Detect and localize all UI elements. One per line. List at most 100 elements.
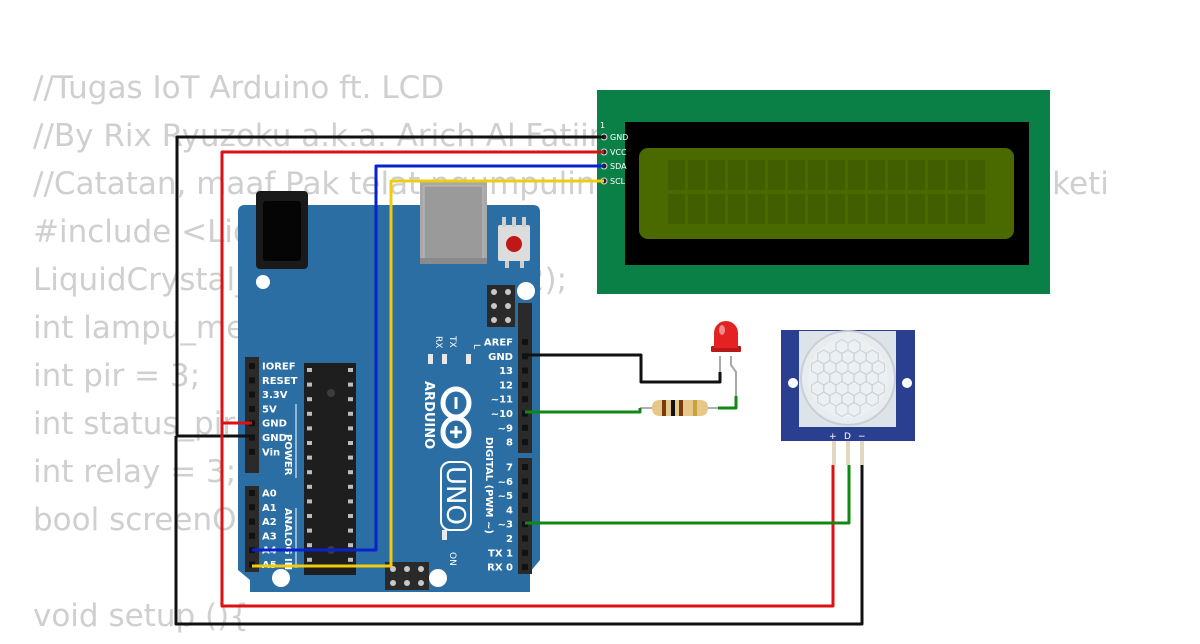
analog-pin[interactable]	[249, 532, 255, 539]
digital-pin-label: 13	[499, 366, 513, 377]
analog-pin-label: A3	[262, 531, 277, 542]
wire-black-pir-gnd[interactable]	[174, 436, 864, 626]
icsp-header-top	[487, 285, 515, 327]
resistor[interactable]	[640, 400, 718, 416]
analog-pin-label: A2	[262, 517, 277, 528]
digital-pin[interactable]	[522, 396, 528, 403]
chip-leg	[348, 382, 353, 387]
power-pin[interactable]	[249, 448, 255, 455]
chip-leg	[348, 528, 353, 533]
lcd-cell	[688, 160, 705, 190]
wire-green-resistor-led[interactable]	[718, 396, 738, 410]
digital-pin[interactable]	[522, 464, 528, 470]
chip-leg	[307, 382, 312, 387]
analog-pin[interactable]	[249, 504, 255, 511]
arduino-brand-label: ARDUINO	[421, 381, 436, 449]
digital-pin[interactable]	[522, 506, 528, 513]
wire-black-led-gnd[interactable]	[525, 353, 722, 384]
pir-sensor[interactable]: + D −	[781, 330, 915, 465]
chip-leg	[307, 368, 312, 372]
lcd-cell	[948, 194, 965, 224]
rx-tx-leds	[428, 354, 471, 540]
mounting-hole	[256, 275, 270, 289]
pir-pin-label-vcc: +	[829, 432, 837, 442]
digital-pin[interactable]	[522, 564, 528, 571]
digital-pin-label: ~3	[498, 520, 513, 531]
lcd-character-cells	[668, 160, 985, 224]
digital-pin-label: ~10	[491, 409, 513, 420]
chip-leg	[348, 397, 353, 402]
analog-pin[interactable]	[249, 490, 255, 496]
reset-button[interactable]	[498, 217, 530, 268]
digital-pin-label: ~5	[498, 491, 513, 502]
uno-model-label: UNO	[440, 461, 472, 531]
wire-black-lcd-gnd[interactable]	[175, 135, 604, 438]
digital-pin[interactable]	[522, 535, 528, 542]
arduino-uno-board[interactable]: RX TX L ON ARDUINO UNO DIGITAL (PWM ~) P…	[238, 182, 540, 592]
l-led-label: L	[471, 344, 481, 349]
lcd-cell	[788, 194, 805, 224]
mounting-hole	[429, 569, 447, 587]
red-led[interactable]	[711, 321, 741, 396]
power-pin-label: 5V	[262, 404, 277, 415]
lcd-cell	[728, 160, 745, 190]
digital-pin[interactable]	[522, 381, 528, 388]
wires	[174, 135, 864, 626]
wire-yellow-lcd-scl[interactable]	[252, 179, 604, 568]
lcd-pin-label: SCL	[610, 177, 626, 186]
power-pin[interactable]	[249, 391, 255, 398]
power-pin[interactable]	[249, 405, 255, 412]
digital-pin[interactable]	[522, 439, 528, 446]
digital-pin[interactable]	[522, 478, 528, 485]
mounting-hole	[517, 282, 535, 300]
chip-leg	[348, 484, 353, 489]
digital-pin-label: GND	[488, 352, 513, 363]
lcd-cell	[808, 194, 825, 224]
pir-mount-hole	[788, 378, 798, 388]
lcd-cell	[968, 194, 985, 224]
chip-leg	[348, 411, 353, 416]
digital-pin[interactable]	[522, 339, 528, 345]
digital-header-label: DIGITAL (PWM ~)	[483, 437, 494, 534]
chip-leg	[348, 557, 353, 562]
analog-header	[245, 486, 259, 572]
power-pin-label: 3.3V	[262, 390, 288, 401]
power-pin[interactable]	[249, 377, 255, 384]
analog-pin[interactable]	[249, 518, 255, 525]
lcd-pin-label: VCC	[610, 148, 627, 157]
wire-green-pin10-resistor[interactable]	[525, 408, 642, 414]
power-pin-label: Vin	[262, 447, 280, 458]
chip-leg	[307, 411, 312, 416]
wire-green-pir-data[interactable]	[525, 465, 851, 525]
digital-pin-label: 12	[499, 380, 513, 391]
lcd-module[interactable]: 1 GND VCC SDA SCL	[597, 90, 1050, 294]
mounting-hole	[272, 569, 290, 587]
lcd-cell	[688, 194, 705, 224]
tx-led-label: TX	[447, 335, 457, 348]
chip-leg	[348, 543, 353, 548]
digital-pin[interactable]	[522, 367, 528, 374]
lcd-cell	[888, 194, 905, 224]
digital-pin-label: ~9	[498, 423, 513, 434]
chip-leg	[307, 543, 312, 548]
code-line: void setup (){	[33, 598, 249, 634]
digital-pin[interactable]	[522, 549, 528, 556]
lcd-cell	[908, 194, 925, 224]
lcd-pin-label: SDA	[610, 162, 627, 171]
lcd-cell	[908, 160, 925, 190]
digital-pin[interactable]	[522, 424, 528, 431]
digital-header-top	[518, 303, 532, 453]
on-led-label: ON	[447, 552, 457, 566]
digital-pin[interactable]	[522, 492, 528, 499]
lcd-cell	[668, 194, 685, 224]
digital-pin-label: TX 1	[488, 548, 513, 559]
digital-header-bottom	[518, 458, 532, 574]
lens-cell	[865, 391, 879, 407]
wire-blue-lcd-sda[interactable]	[252, 164, 604, 552]
wire-red-lcd-vcc[interactable]	[220, 150, 835, 608]
rx-led-label: RX	[433, 336, 443, 348]
lcd-cell	[708, 160, 725, 190]
chip-leg	[307, 470, 312, 475]
power-pin[interactable]	[249, 363, 255, 369]
chip-leg	[348, 470, 353, 475]
